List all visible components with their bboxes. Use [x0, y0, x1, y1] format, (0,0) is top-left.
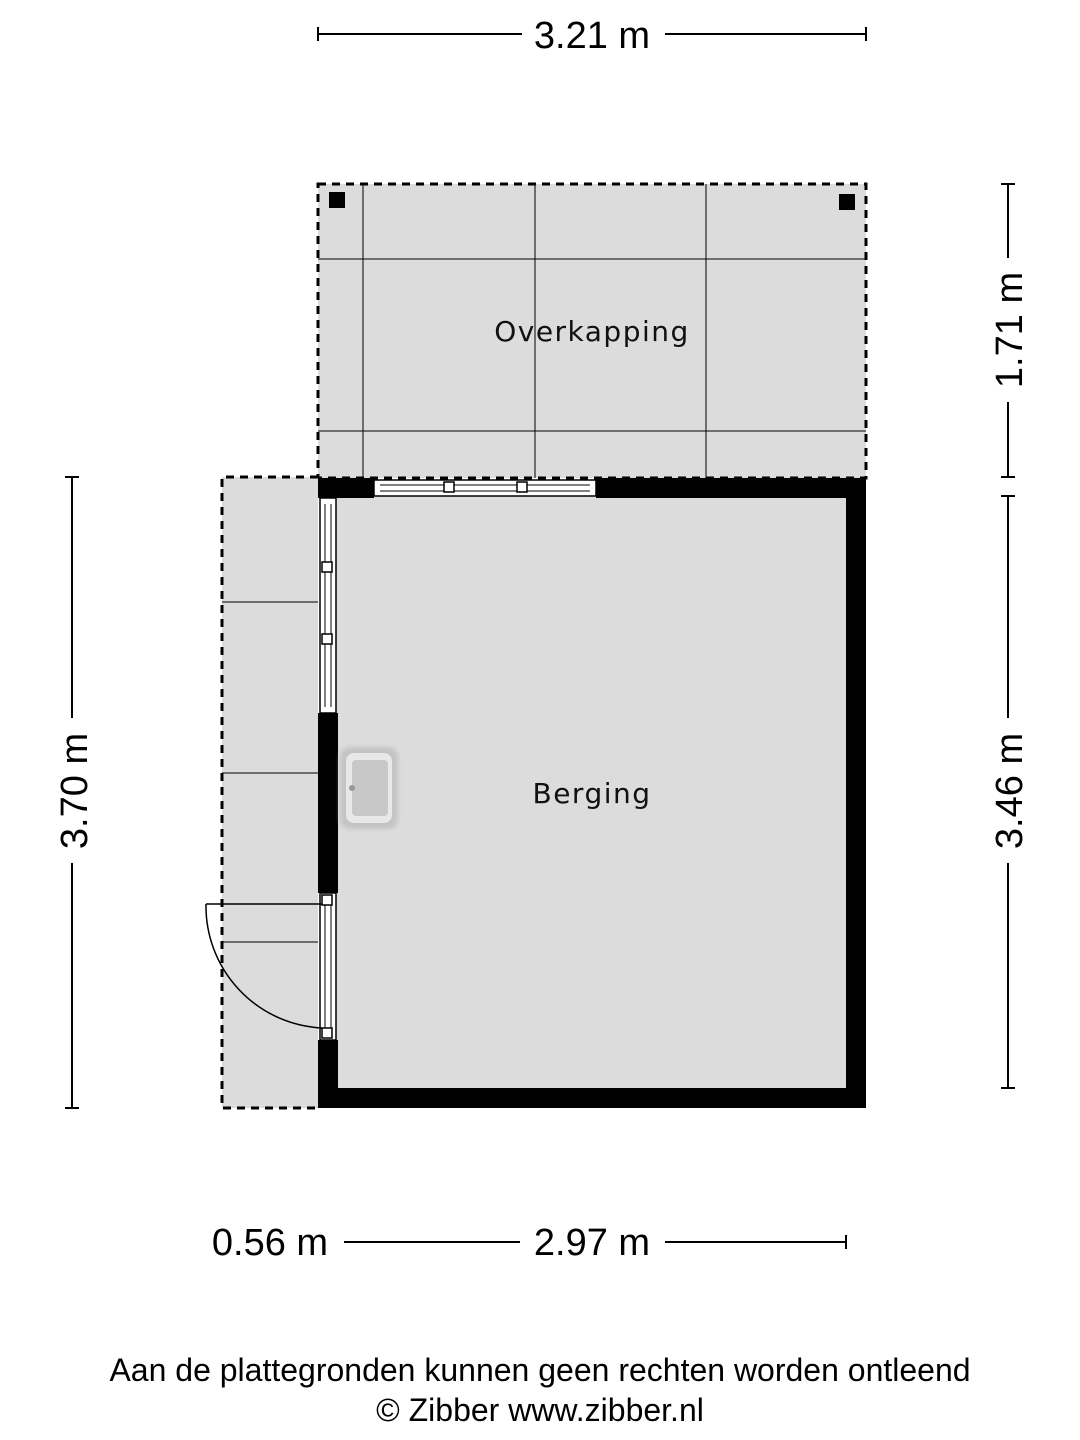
- dimension-right-lower: 3.46 m: [989, 495, 1031, 1089]
- left-window: [319, 497, 337, 714]
- footer-copyright: © Zibber www.zibber.nl: [376, 1392, 704, 1428]
- overkapping-area: [316, 182, 868, 480]
- berging-floor: [328, 488, 856, 1098]
- side-strip: [220, 475, 318, 1110]
- footer-disclaimer: Aan de plattegronden kunnen geen rechten…: [109, 1352, 971, 1388]
- dimension-label-top: 3.21 m: [534, 15, 650, 57]
- room-label-berging: Berging: [532, 777, 651, 810]
- dimension-label-left: 3.70 m: [54, 733, 96, 849]
- dimension-top: 3.21 m: [317, 15, 867, 57]
- dimension-bottom: 0.56 m 2.97 m: [212, 1222, 847, 1264]
- top-window: [373, 479, 597, 497]
- dimension-label-right-lower: 3.46 m: [989, 733, 1031, 849]
- dimension-right-upper: 1.71 m: [989, 183, 1031, 478]
- room-label-overkapping: Overkapping: [494, 315, 690, 348]
- sink-icon: [340, 747, 398, 829]
- post-left: [329, 192, 345, 208]
- dimension-label-bottom-main: 2.97 m: [534, 1222, 650, 1264]
- dimension-label-bottom-left: 0.56 m: [212, 1222, 328, 1264]
- door: [205, 892, 337, 1041]
- walls: [318, 478, 866, 1108]
- post-right: [839, 194, 855, 210]
- dimension-label-right-upper: 1.71 m: [989, 272, 1031, 388]
- dimension-left: 3.70 m: [54, 476, 96, 1109]
